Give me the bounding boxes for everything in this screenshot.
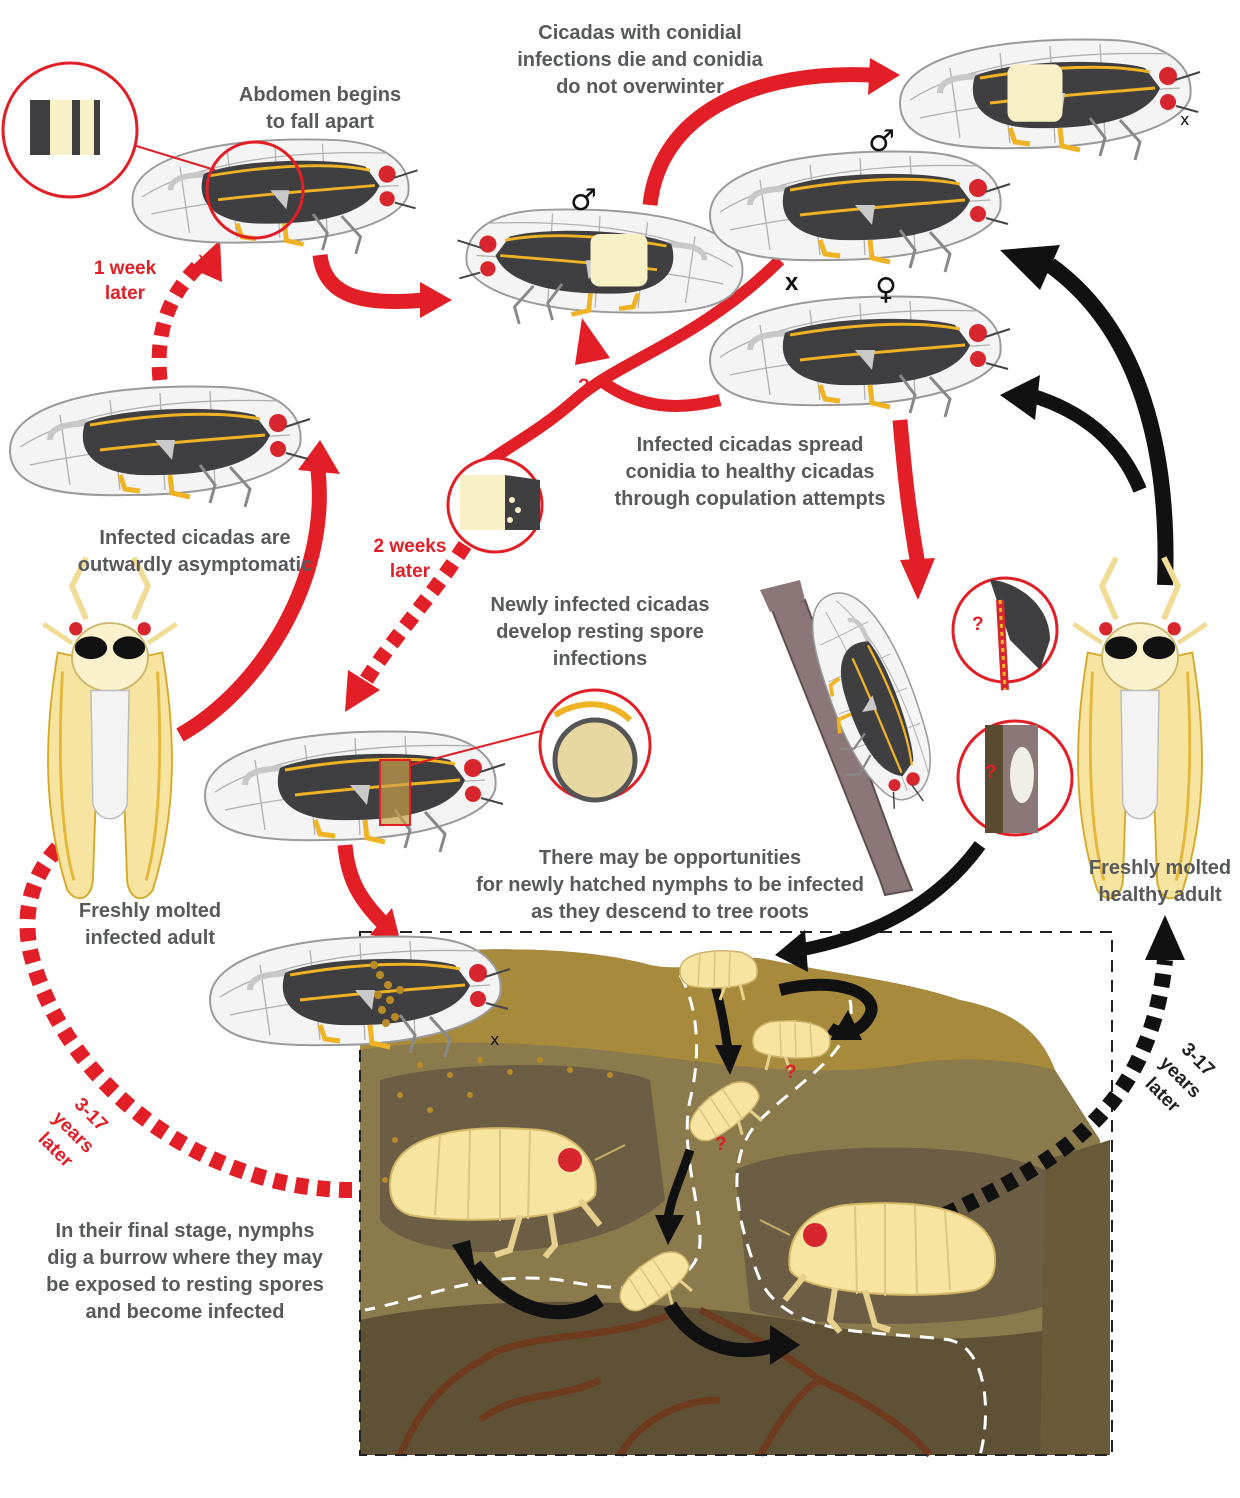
cicada-male-healthy	[710, 152, 1010, 272]
timing-one-week: 1 week later	[93, 258, 157, 304]
dead-mark-soil: x	[490, 1030, 499, 1049]
cicada-female-healthy	[710, 297, 1010, 417]
cicada-dead-conidia	[900, 40, 1200, 160]
label-nymph-opportunity: There may be opportunities for newly hat…	[476, 847, 864, 923]
question-mark-nymph-descent: ?	[785, 1062, 797, 1083]
cicada-dead-resting-spores	[210, 937, 510, 1057]
zoom-ovipositor	[951, 576, 1059, 691]
label-molted-healthy: Freshly molted healthy adult	[1088, 857, 1232, 906]
label-final-stage: In their final stage, nymphs dig a burro…	[46, 1220, 324, 1323]
zoom-resting-spore	[409, 688, 652, 803]
label-abdomen-falls-apart: Abdomen begins to fall apart	[238, 84, 402, 133]
cicada-abdomen-falling-apart	[133, 139, 418, 253]
molted-healthy-adult	[1074, 558, 1207, 899]
molted-infected-adult	[43, 558, 176, 899]
question-mark-eggs: ?	[985, 762, 997, 783]
twig	[760, 580, 914, 897]
label-spread-conidia: Infected cicadas spread conidia to healt…	[614, 434, 886, 510]
soil-block	[359, 931, 1113, 1458]
cicada-male-infected	[458, 209, 743, 323]
cicada-asymptomatic	[10, 387, 310, 507]
cicada-resting-spore	[205, 732, 505, 852]
zoom-abdomen	[1, 61, 305, 240]
infected-path-dashed	[19, 254, 472, 1198]
healthy-path-arrows	[469, 258, 1174, 1357]
label-conidial-die: Cicadas with conidial infections die and…	[517, 22, 763, 98]
dead-mark-top: x	[1180, 110, 1189, 129]
healthy-path-dashed	[941, 959, 1173, 1223]
male-symbol-infected: ♂	[570, 183, 597, 218]
question-mark-tunnel: ?	[715, 1134, 727, 1155]
label-molted-infected: Freshly molted infected adult	[78, 900, 222, 949]
male-symbol-healthy: ♂	[868, 124, 895, 159]
healthy-arrowheads	[452, 245, 1185, 1365]
label-resting-spore: Newly infected cicadas develop resting s…	[490, 594, 710, 670]
zoom-conidia	[446, 456, 544, 554]
timing-two-weeks: 2 weeks later	[373, 536, 447, 582]
label-asymptomatic: Infected cicadas are outwardly asymptoma…	[77, 527, 313, 576]
question-mark-ovipositor: ?	[972, 614, 984, 635]
zoom-eggs-in-twig	[956, 719, 1074, 837]
female-symbol: ♀	[875, 272, 897, 307]
cross-symbol: x	[785, 269, 799, 296]
question-mark-copulation: ?	[578, 376, 590, 397]
